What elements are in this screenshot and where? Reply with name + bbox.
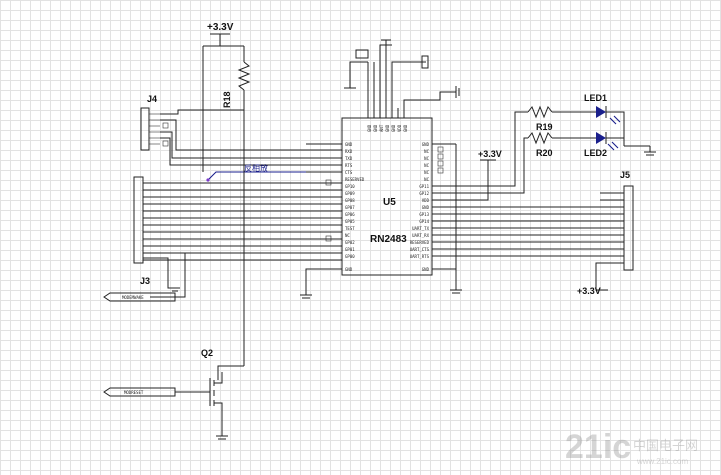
svg-text:UART_CTS: UART_CTS (410, 247, 430, 252)
svg-text:NC: NC (424, 156, 429, 161)
svg-text:UART_TX: UART_TX (412, 226, 429, 231)
vcc-bottom-label: +3.3V (577, 286, 601, 296)
svg-text:TEST: TEST (345, 226, 355, 231)
u5-top-nets (344, 39, 460, 118)
svg-text:GP08: GP08 (345, 198, 355, 203)
svg-text:GP10: GP10 (345, 184, 355, 189)
svg-text:GP07: GP07 (345, 205, 355, 210)
svg-text:GND: GND (385, 124, 390, 132)
svg-text:CTS: CTS (345, 170, 353, 175)
led1-label: LED1 (584, 93, 607, 103)
j3-connector (133, 176, 144, 264)
svg-text:GND: GND (422, 205, 430, 210)
svg-text:GND: GND (422, 267, 430, 272)
svg-text:GND: GND (403, 124, 408, 132)
svg-text:RXD: RXD (345, 149, 353, 154)
u5-left-stubs (300, 143, 342, 299)
modreset-label: MODRESET (124, 390, 144, 395)
r18-label: R18 (222, 91, 232, 108)
led2-label: LED2 (584, 148, 607, 158)
r18-resistor (237, 61, 251, 110)
svg-text:中国电子网: 中国电子网 (633, 439, 698, 454)
j3-wires (143, 182, 306, 298)
watermark: 21ic 中国电子网 www.21ic.com (565, 428, 698, 466)
led1-diode (596, 106, 625, 146)
svg-text:www.21ic.com: www.21ic.com (636, 457, 688, 466)
svg-text:GP01: GP01 (345, 247, 355, 252)
svg-text:GP02: GP02 (345, 240, 355, 245)
svg-text:RESERVED: RESERVED (345, 177, 365, 182)
svg-text:GND: GND (367, 124, 372, 132)
svg-text:NC: NC (424, 177, 429, 182)
svg-text:GP14: GP14 (419, 219, 429, 224)
svg-text:UART_RTS: UART_RTS (410, 254, 430, 259)
r19-label: R19 (536, 122, 553, 132)
svg-text:GND: GND (373, 124, 378, 132)
svg-text:NC: NC (424, 163, 429, 168)
modemwake-label: MODEMWAKE (122, 295, 144, 300)
blue-annotation: 反相放 (206, 163, 306, 182)
u5-right-stubs (432, 111, 620, 294)
j4-label: J4 (147, 94, 157, 104)
r19-resistor (527, 105, 596, 119)
svg-text:GND: GND (345, 267, 353, 272)
u5-top-pins: GND GND ANT GND GND VDD GND (367, 124, 408, 132)
svg-text:反相放: 反相放 (244, 163, 268, 173)
svg-text:NC: NC (345, 233, 350, 238)
u5-part-label: RN2483 (370, 234, 407, 245)
j3-label: J3 (140, 276, 150, 286)
r20-resistor (527, 131, 596, 145)
svg-text:GND: GND (391, 124, 396, 132)
modreset-tag (103, 387, 176, 397)
svg-text:TXD: TXD (345, 156, 353, 161)
u5-ref-label: U5 (383, 197, 396, 208)
svg-text:NC: NC (424, 149, 429, 154)
modemwake-tag (103, 292, 176, 302)
q2-transistor (175, 155, 245, 440)
svg-text:GP06: GP06 (345, 212, 355, 217)
svg-text:ANT: ANT (379, 124, 384, 132)
svg-text:RESERVED: RESERVED (410, 240, 430, 245)
svg-text:GP00: GP00 (345, 254, 355, 259)
svg-text:GP13: GP13 (419, 212, 429, 217)
svg-text:21ic: 21ic (565, 428, 631, 466)
j4-wires (160, 109, 306, 172)
svg-text:GP12: GP12 (419, 191, 429, 196)
vcc-top-net (202, 33, 245, 110)
vcc-mid-label: +3.3V (478, 149, 502, 159)
j5-label: J5 (620, 170, 630, 180)
u5-left-pins: GND RXD TXD RTS CTS RESERVED GP10 GP09 G… (345, 142, 365, 272)
svg-text:VDD: VDD (422, 198, 430, 203)
svg-text:GP11: GP11 (419, 184, 429, 189)
u5-right-pins: GND NC NC NC NC NC GP11 GP12 VDD GND GP1… (410, 142, 430, 272)
svg-text:VDD: VDD (397, 124, 402, 132)
svg-text:GND: GND (345, 142, 353, 147)
svg-text:GND: GND (422, 142, 430, 147)
j4-connector (140, 107, 169, 151)
q2-label: Q2 (201, 348, 213, 358)
svg-text:UART_RX: UART_RX (412, 233, 429, 238)
vcc-top-label: +3.3V (207, 22, 234, 33)
led2-diode (596, 132, 656, 156)
r20-label: R20 (536, 148, 553, 158)
svg-text:GP05: GP05 (345, 219, 355, 224)
svg-text:NC: NC (424, 170, 429, 175)
svg-text:GP09: GP09 (345, 191, 355, 196)
j5-connector (595, 185, 634, 291)
svg-text:RTS: RTS (345, 163, 353, 168)
